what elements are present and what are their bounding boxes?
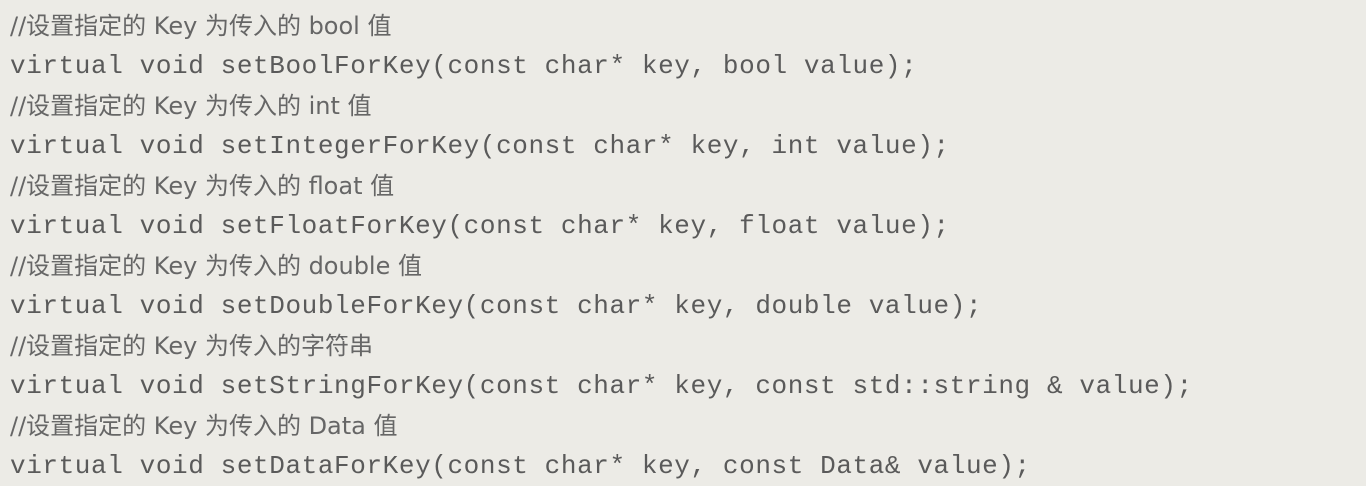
code-block: //设置指定的 Key 为传入的 bool 值 virtual void set…	[10, 6, 1366, 486]
comment-int: //设置指定的 Key 为传入的 int 值	[10, 92, 372, 120]
decl-set-double-for-key: virtual void setDoubleForKey(const char*…	[10, 291, 983, 321]
decl-set-float-for-key: virtual void setFloatForKey(const char* …	[10, 211, 950, 241]
decl-set-string-for-key: virtual void setStringForKey(const char*…	[10, 371, 1193, 401]
decl-set-integer-for-key: virtual void setIntegerForKey(const char…	[10, 131, 950, 161]
comment-double: //设置指定的 Key 为传入的 double 值	[10, 252, 422, 280]
comment-string: //设置指定的 Key 为传入的字符串	[10, 332, 373, 360]
decl-set-bool-for-key: virtual void setBoolForKey(const char* k…	[10, 51, 918, 81]
comment-data: //设置指定的 Key 为传入的 Data 值	[10, 412, 398, 440]
comment-float: //设置指定的 Key 为传入的 float 值	[10, 172, 395, 200]
decl-set-data-for-key: virtual void setDataForKey(const char* k…	[10, 451, 1031, 481]
comment-bool: //设置指定的 Key 为传入的 bool 值	[10, 12, 392, 40]
